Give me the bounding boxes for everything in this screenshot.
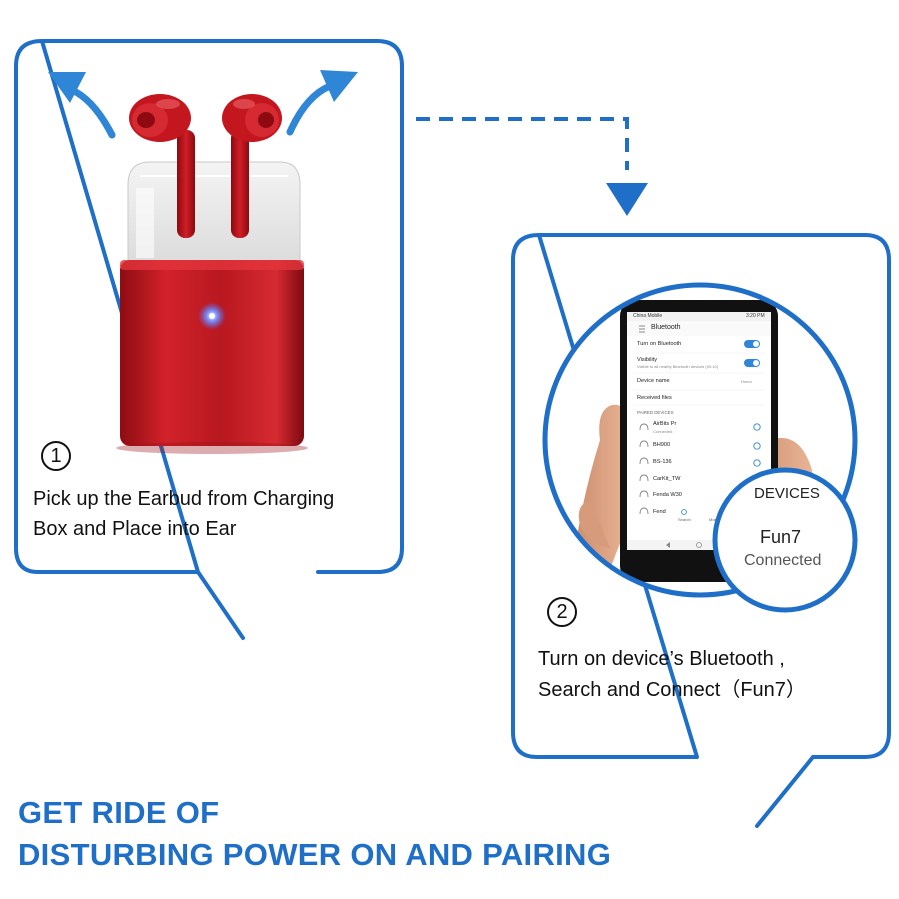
phone-paired-header: PAIRED DEVICES	[637, 410, 674, 415]
earbud-left	[129, 94, 195, 238]
phone-visibility-sub: Visible to all nearby Bluetooth devices …	[637, 364, 719, 369]
phone-device-status: Connected	[653, 429, 673, 434]
headset-icons	[639, 423, 649, 515]
step1-line2: Box and Place into Ear	[33, 518, 237, 540]
zoom-header: DEVICES	[754, 485, 820, 502]
step2-line2: Search and Connect（Fun7）	[538, 679, 806, 701]
phone-device-name-label: Device name	[637, 378, 670, 384]
zoom-device-name: Fun7	[760, 527, 802, 547]
arrow-up-left-icon	[68, 86, 116, 139]
step1-line1: Pick up the Earbud from Charging	[33, 488, 335, 510]
phone-device-row: AirBits Pr	[653, 421, 677, 427]
dashed-arrow-head	[606, 183, 648, 216]
headline-line2: DISTURBING POWER ON AND PAIRING	[18, 837, 612, 872]
speech-bubble-step1	[14, 39, 404, 640]
earbud-right	[222, 94, 282, 238]
step2-number: 2	[547, 597, 577, 627]
phone-received-files: Received files	[637, 395, 672, 401]
phone-device-row: Fend	[653, 509, 666, 515]
zoom-device-status: Connected	[744, 552, 822, 569]
arrow-up-left-head	[48, 72, 86, 103]
phone-device-row: CarKit_TW	[653, 476, 681, 482]
phone-device-row: BH900	[653, 442, 671, 448]
arrow-up-right-head	[320, 70, 358, 102]
phone-visibility-label: Visibility	[637, 357, 658, 363]
phone-nav-search: Search	[678, 517, 691, 522]
phone-nav-more: More	[709, 517, 719, 522]
phone-device-name-value: Honor	[741, 379, 752, 384]
zoom-circle	[712, 467, 858, 613]
dashed-arrow-down-icon	[416, 117, 629, 170]
phone-device-row: Fenda W30	[653, 492, 682, 498]
speech-bubble-step2	[511, 233, 891, 828]
phone-carrier: China Mobile	[633, 313, 663, 319]
phone-title: Bluetooth	[651, 324, 681, 331]
headline-line1: GET RIDE OF	[18, 795, 220, 830]
phone-turn-on-label: Turn on Bluetooth	[637, 341, 682, 347]
step2-line1: Turn on device’s Bluetooth ,	[538, 648, 785, 670]
search-icon	[681, 509, 687, 515]
phone-device-row: BS-136	[653, 459, 672, 465]
phone-clock: 3:20 PM	[746, 313, 765, 319]
charging-case	[116, 161, 308, 454]
step1-number: 1	[41, 441, 71, 471]
arrow-up-right-icon	[286, 82, 334, 136]
